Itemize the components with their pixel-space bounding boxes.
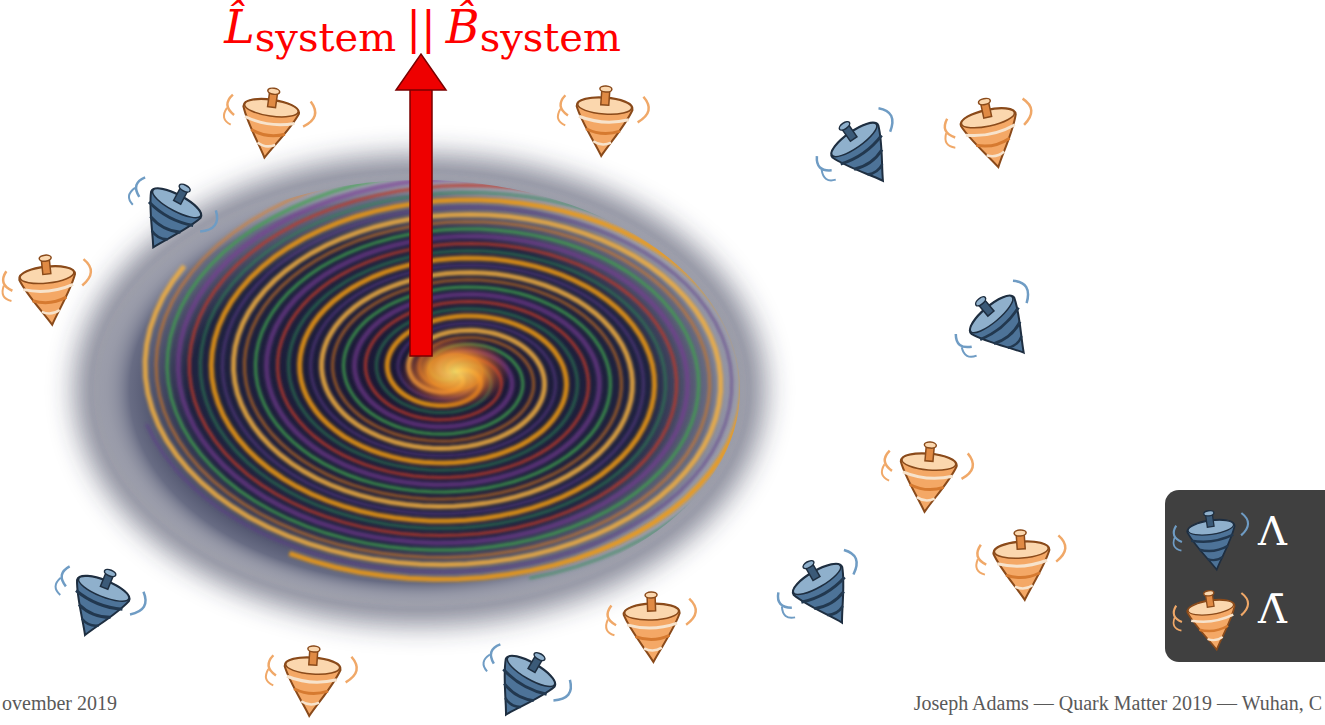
antilambda-top (605, 590, 698, 663)
swirl-arms (145, 171, 765, 579)
antilambda-top (879, 438, 975, 516)
vector-symbol: L̂ (224, 0, 255, 54)
subscript-label: system (255, 14, 396, 60)
legend-panel (1165, 490, 1325, 662)
antilambda-top (555, 83, 650, 159)
antilambda-top (974, 527, 1069, 603)
lambda-top (113, 164, 225, 268)
legend-lambda-icon (1170, 506, 1254, 576)
antilambda-top (0, 251, 96, 330)
lambda-top (943, 271, 1057, 383)
lambda-top (42, 553, 152, 652)
swirl-arm (200, 193, 754, 579)
lambda-top (805, 98, 919, 207)
legend-label: Λ̄ (1258, 586, 1287, 632)
footer-credit: Joseph Adams — Quark Matter 2019 — Wuhan… (914, 692, 1322, 715)
angular-momentum-arrow (396, 54, 446, 356)
swirl-arm (156, 172, 710, 558)
vector-symbol: B̂ (446, 0, 480, 54)
antilambda-top (263, 643, 358, 719)
lambda-top (767, 540, 880, 646)
swirl-arm (147, 207, 732, 572)
antilambda-top (219, 82, 318, 164)
antilambda-top (939, 89, 1042, 176)
parallel-symbol: || (406, 2, 436, 53)
legend-label: Λ (1258, 508, 1287, 554)
subscript-label: system (480, 14, 621, 60)
footer-date: ovember 2019 (2, 692, 117, 715)
lambda-top (466, 631, 579, 725)
header-label-row: L̂system||B̂system (224, 0, 621, 54)
legend-antilambda-icon (1170, 586, 1254, 656)
